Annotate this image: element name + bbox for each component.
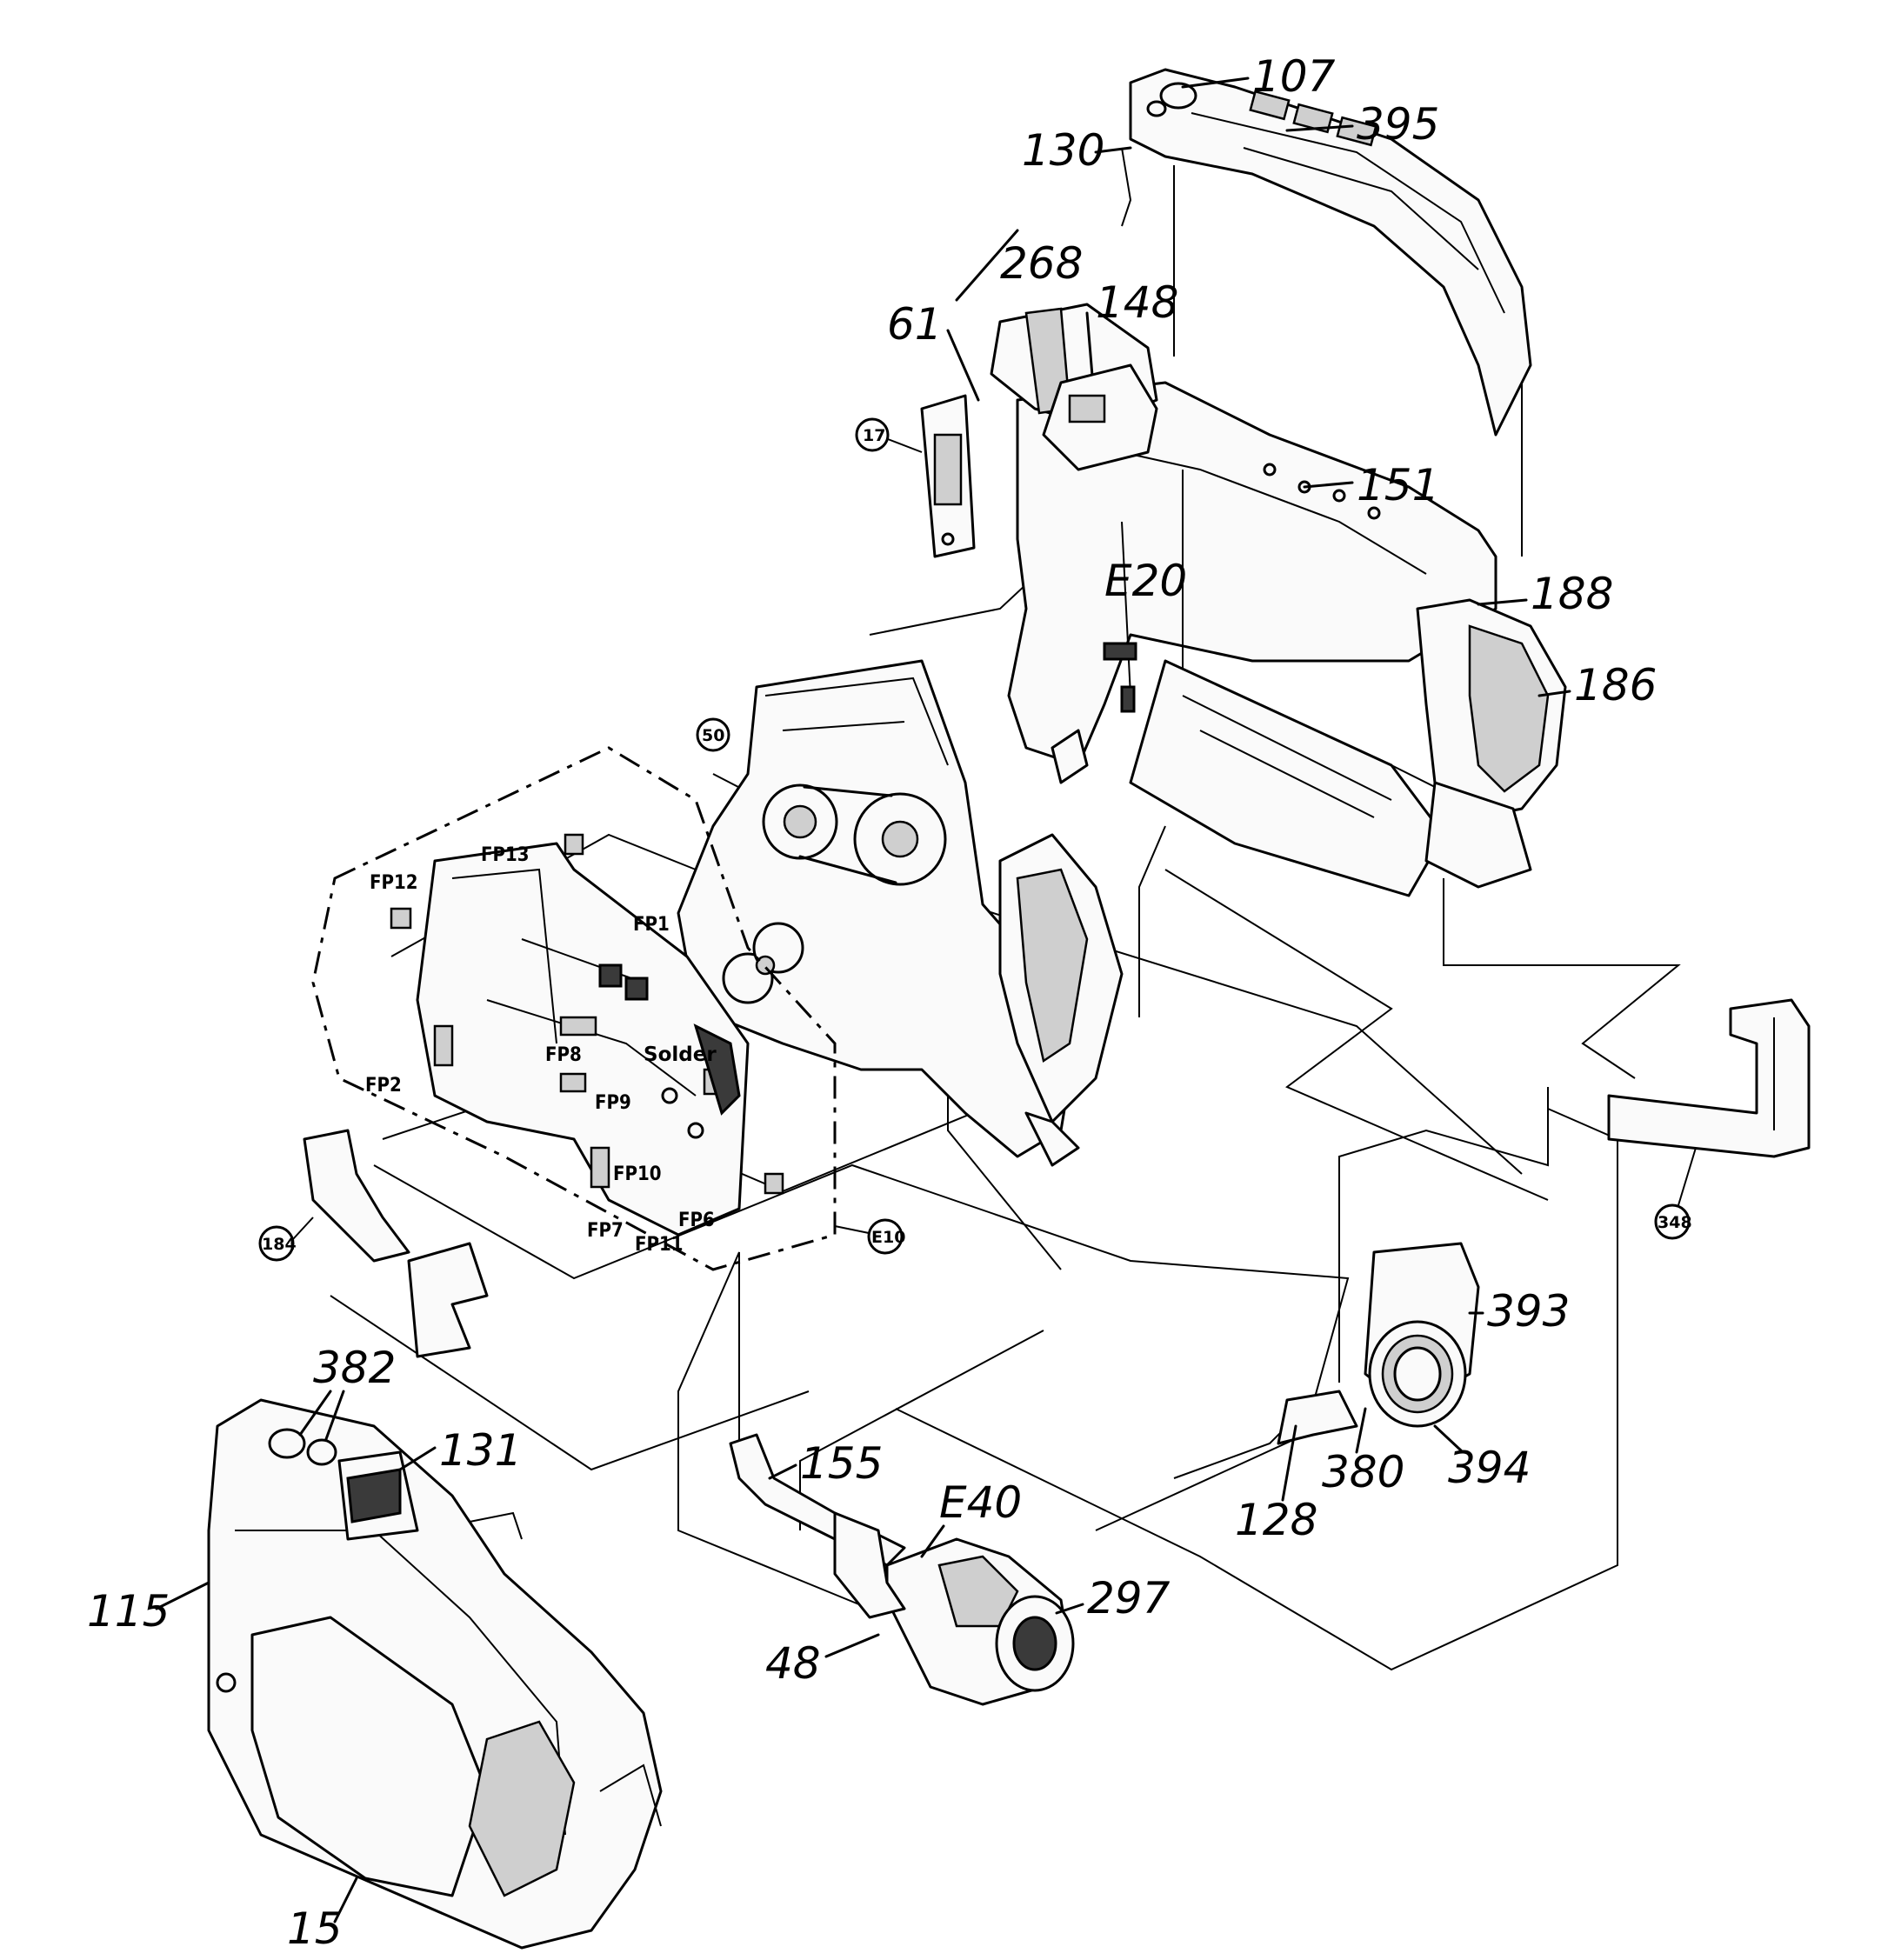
label-FP12: FP12 xyxy=(370,872,418,894)
bracket-184 xyxy=(303,1129,489,1358)
label-solder: Solder xyxy=(644,1043,717,1066)
label-184-circle xyxy=(258,1225,295,1262)
label-FP6: FP6 xyxy=(678,1210,715,1231)
label-E10: E10 xyxy=(871,1228,905,1247)
label-115: 115 xyxy=(87,1586,170,1637)
label-186: 186 xyxy=(1574,660,1657,710)
label-17: 17 xyxy=(863,426,885,445)
label-FP9: FP9 xyxy=(595,1092,631,1114)
label-E20: E20 xyxy=(1104,556,1187,606)
label-50: 50 xyxy=(702,726,724,745)
label-FP1: FP1 xyxy=(633,914,670,936)
flex-cable-348 xyxy=(1607,998,1811,1158)
main-chassis-151 xyxy=(1007,381,1497,897)
label-15: 15 xyxy=(287,1903,343,1954)
label-61: 61 xyxy=(887,299,943,350)
label-FP7: FP7 xyxy=(587,1220,624,1242)
label-148: 148 xyxy=(1096,277,1178,328)
mechanism-deck-50 xyxy=(677,659,1124,1167)
label-FP8: FP8 xyxy=(545,1044,582,1066)
label-393: 393 xyxy=(1487,1286,1570,1337)
label-268: 268 xyxy=(1000,238,1083,289)
label-FP2: FP2 xyxy=(365,1075,402,1097)
label-E10-circle xyxy=(867,1218,904,1255)
label-348: 348 xyxy=(1658,1213,1692,1232)
label-380: 380 xyxy=(1322,1447,1404,1497)
circuit-board-E10 xyxy=(311,746,837,1271)
label-FP10: FP10 xyxy=(613,1163,662,1185)
label-395: 395 xyxy=(1357,99,1439,150)
label-50-circle xyxy=(696,717,730,752)
label-17-circle xyxy=(855,417,890,452)
label-130: 130 xyxy=(1022,125,1104,176)
label-128: 128 xyxy=(1235,1495,1317,1545)
bracket-17 xyxy=(920,394,976,558)
label-155: 155 xyxy=(800,1438,883,1489)
label-151: 151 xyxy=(1357,460,1439,510)
top-frame-395 xyxy=(1121,68,1532,437)
label-FP13: FP13 xyxy=(481,844,530,866)
drum-assembly-268-148 xyxy=(990,303,1158,471)
part-labels: 107 130 395 268 148 61 17 151 E20 188 18… xyxy=(87,51,1697,1954)
label-297: 297 xyxy=(1087,1573,1171,1623)
label-131: 131 xyxy=(439,1425,522,1476)
label-107: 107 xyxy=(1252,51,1336,102)
label-348-circle xyxy=(1654,1203,1691,1240)
label-184: 184 xyxy=(262,1235,297,1254)
camera-unit-E40 xyxy=(729,1433,1075,1706)
label-E40: E40 xyxy=(939,1477,1022,1528)
label-382: 382 xyxy=(313,1343,396,1393)
lens-assembly-393-394 xyxy=(1277,1242,1480,1445)
label-FP11: FP11 xyxy=(635,1234,684,1256)
label-188: 188 xyxy=(1531,569,1613,619)
label-48: 48 xyxy=(765,1638,821,1689)
front-cover-115 xyxy=(207,1398,663,1950)
side-cover-186-188 xyxy=(1416,598,1567,889)
